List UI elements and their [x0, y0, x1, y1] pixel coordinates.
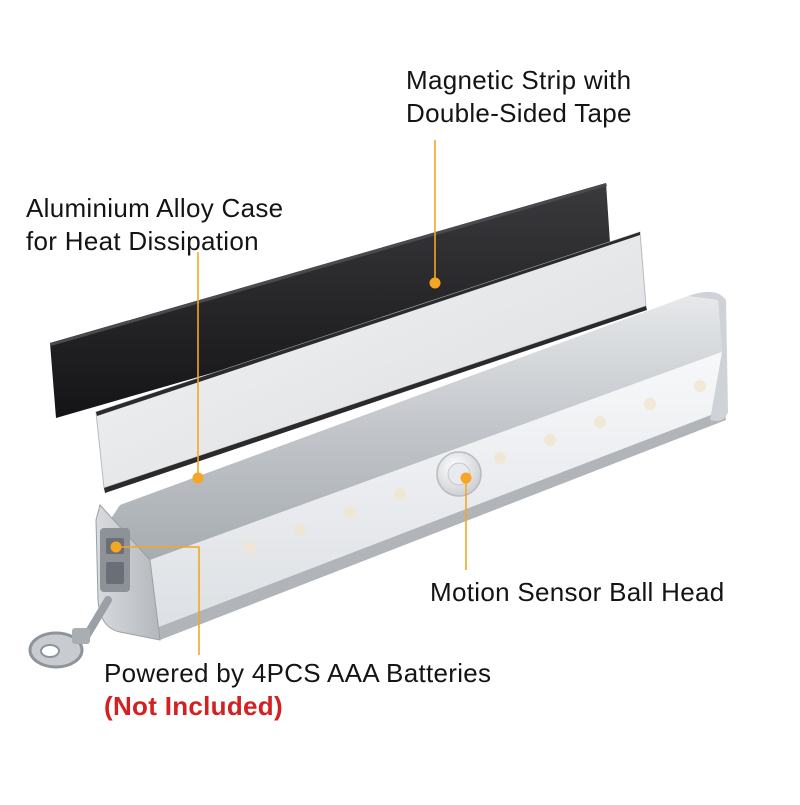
battery-dot [110, 541, 122, 553]
motion-sensor-dome [436, 451, 482, 497]
batteries-line1: Powered by 4PCS AAA Batteries [104, 658, 492, 688]
magnetic-strip [50, 183, 611, 418]
keyring-clip [28, 596, 112, 669]
sensor-dot [460, 472, 472, 484]
callout-dots [110, 277, 472, 553]
callout-lines [116, 140, 467, 655]
battery-compartment [100, 528, 130, 592]
led-light-bar [95, 291, 728, 641]
magnetic-strip-callout: Magnetic Strip with Double-Sided Tape [406, 64, 632, 130]
alloy-case-line1: Aluminium Alloy Case [26, 193, 284, 223]
motion-sensor-callout: Motion Sensor Ball Head [430, 576, 725, 609]
magnetic-strip-dot [429, 277, 441, 289]
alloy-case-line2: for Heat Dissipation [26, 226, 259, 256]
motion-sensor-line1: Motion Sensor Ball Head [430, 577, 725, 607]
alloy-case-dot [192, 472, 204, 484]
magnetic-strip-line2: Double-Sided Tape [406, 98, 632, 128]
batteries-callout: Powered by 4PCS AAA Batteries (Not Inclu… [104, 657, 491, 723]
tape-backing [95, 231, 647, 493]
magnetic-strip-line1: Magnetic Strip with [406, 65, 632, 95]
alloy-case-callout: Aluminium Alloy Case for Heat Dissipatio… [26, 192, 283, 258]
batteries-note: (Not Included) [104, 691, 283, 721]
